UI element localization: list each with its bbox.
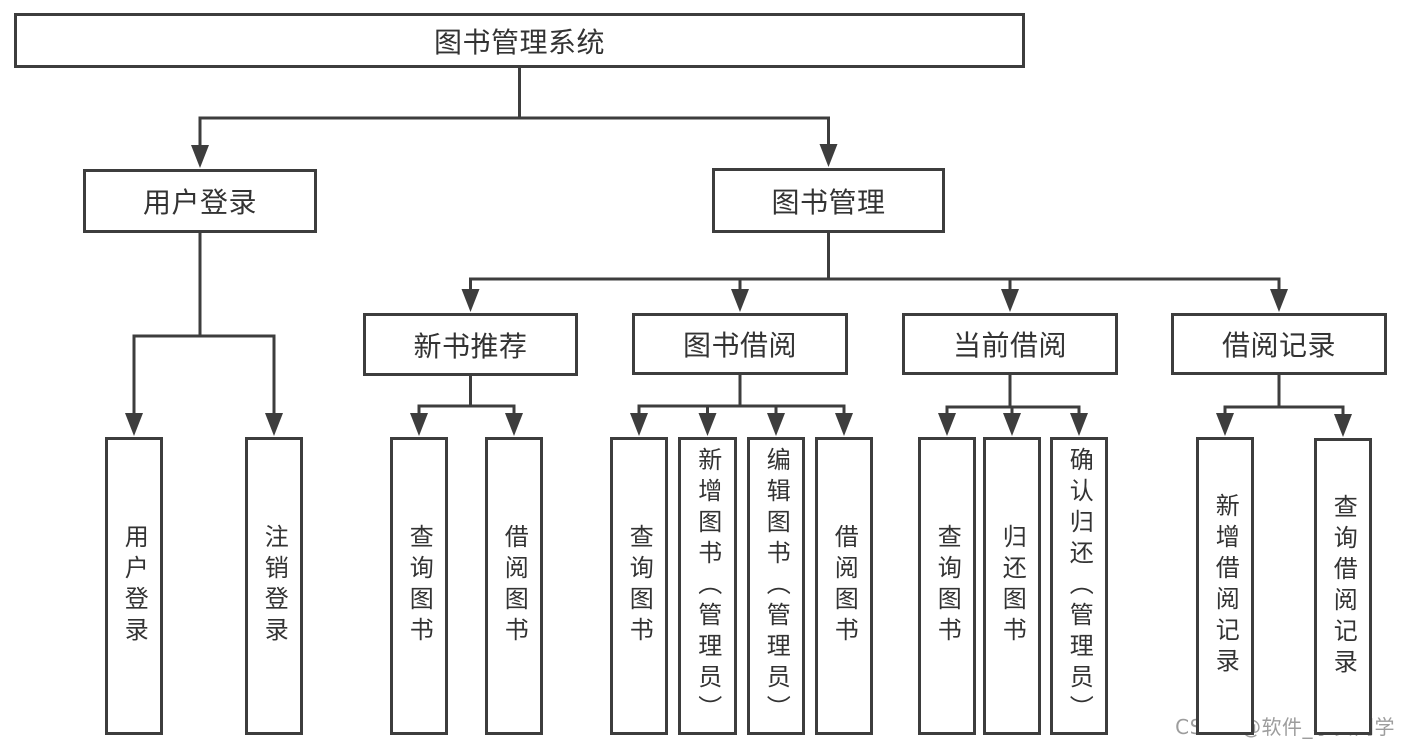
node-leaf-query-books-current: 查询图书 xyxy=(918,437,976,735)
node-leaf-add-borrow-record: 新增借阅记录 xyxy=(1196,437,1254,735)
node-current-borrowing: 当前借阅 xyxy=(902,313,1118,375)
node-leaf-borrow-books-rec: 借阅图书 xyxy=(485,437,543,735)
node-user-login-group: 用户登录 xyxy=(83,169,317,233)
node-leaf-query-books-borrow: 查询图书 xyxy=(610,437,668,735)
node-book-management: 图书管理 xyxy=(712,168,945,233)
node-leaf-query-books-rec: 查询图书 xyxy=(390,437,448,735)
node-leaf-add-books-admin-label: 新增图书（管理员） xyxy=(693,446,722,726)
node-leaf-user-login-label: 用户登录 xyxy=(120,524,149,648)
node-new-book-recommend: 新书推荐 xyxy=(363,313,578,376)
node-leaf-query-books-borrow-label: 查询图书 xyxy=(625,524,654,648)
node-leaf-logout: 注销登录 xyxy=(245,437,303,735)
node-leaf-edit-books-admin-label: 编辑图书（管理员） xyxy=(762,446,791,726)
node-root-system: 图书管理系统 xyxy=(14,13,1025,68)
node-leaf-return-books: 归还图书 xyxy=(983,437,1041,735)
node-leaf-query-books-rec-label: 查询图书 xyxy=(405,524,434,648)
node-leaf-borrow-books: 借阅图书 xyxy=(815,437,873,735)
node-book-borrowing-label: 图书借阅 xyxy=(682,329,797,362)
node-leaf-confirm-return-admin: 确认归还（管理员） xyxy=(1050,437,1108,735)
node-leaf-borrow-books-label: 借阅图书 xyxy=(830,524,859,648)
node-leaf-user-login: 用户登录 xyxy=(105,437,163,735)
node-leaf-query-books-current-label: 查询图书 xyxy=(933,524,962,648)
node-book-borrowing: 图书借阅 xyxy=(632,313,848,375)
node-leaf-query-borrow-record-label: 查询借阅记录 xyxy=(1329,493,1358,680)
node-leaf-return-books-label: 归还图书 xyxy=(998,524,1027,648)
node-leaf-borrow-books-rec-label: 借阅图书 xyxy=(500,524,529,648)
node-current-borrowing-label: 当前借阅 xyxy=(952,329,1067,362)
node-leaf-add-books-admin: 新增图书（管理员） xyxy=(678,437,737,735)
node-leaf-add-borrow-record-label: 新增借阅记录 xyxy=(1211,493,1240,679)
node-new-book-recommend-label: 新书推荐 xyxy=(413,329,528,363)
node-leaf-query-borrow-record: 查询借阅记录 xyxy=(1314,438,1372,735)
node-user-login-group-label: 用户登录 xyxy=(142,186,257,219)
node-leaf-logout-label: 注销登录 xyxy=(260,524,289,648)
node-leaf-confirm-return-admin-label: 确认归还（管理员） xyxy=(1065,446,1094,726)
node-root-system-label: 图书管理系统 xyxy=(433,25,605,59)
node-borrowing-records: 借阅记录 xyxy=(1171,313,1387,375)
node-leaf-edit-books-admin: 编辑图书（管理员） xyxy=(747,437,805,735)
node-borrowing-records-label: 借阅记录 xyxy=(1221,329,1336,362)
node-book-management-label: 图书管理 xyxy=(771,185,886,219)
